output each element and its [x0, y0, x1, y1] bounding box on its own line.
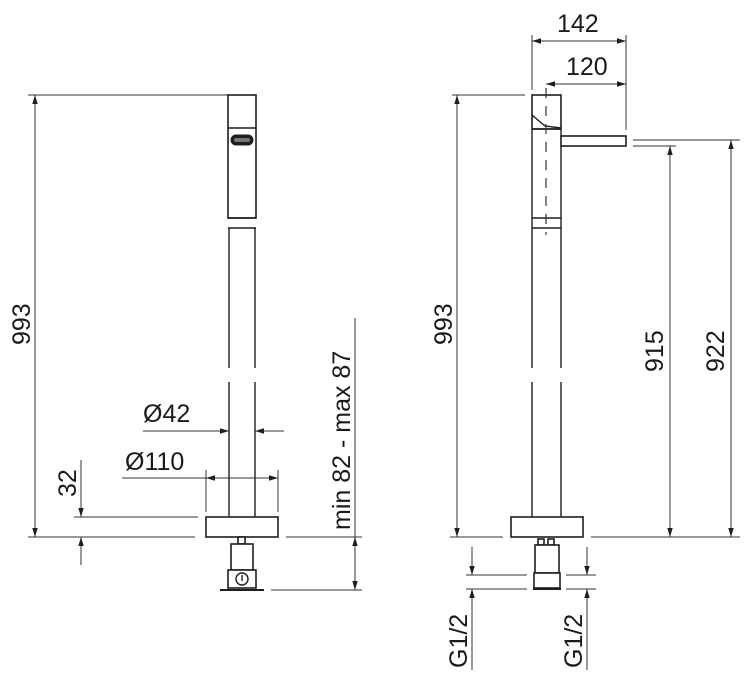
dim-total-height-front: 993 [8, 303, 36, 345]
dim-install-depth: min 82 - max 87 [328, 351, 356, 530]
dim-overall-depth: 142 [557, 10, 599, 38]
dim-spout-reach: 120 [566, 53, 608, 81]
tap-base [205, 516, 279, 538]
front-view: Ø42 Ø110 32 min 82 - max 87 993 [8, 94, 362, 591]
tap-head [227, 94, 257, 229]
tap-base-side [510, 516, 584, 538]
dim-spout-top-height: 922 [702, 330, 730, 372]
dim-total-height-side: 993 [430, 303, 458, 345]
dim-outlet-height: 915 [641, 330, 669, 372]
dim-inlet-right: G1/2 [560, 614, 588, 668]
tap-column [228, 228, 256, 517]
tap-head-side [531, 88, 627, 517]
dim-base-diameter: Ø110 [125, 448, 184, 476]
dim-base-thickness: 32 [54, 469, 82, 497]
dim-inlet-left: G1/2 [445, 614, 473, 668]
side-view: 142 120 993 915 922 [430, 10, 740, 670]
inlet-connectors [533, 538, 561, 590]
dim-spout-diameter: Ø42 [143, 400, 190, 428]
install-valve [220, 536, 264, 591]
